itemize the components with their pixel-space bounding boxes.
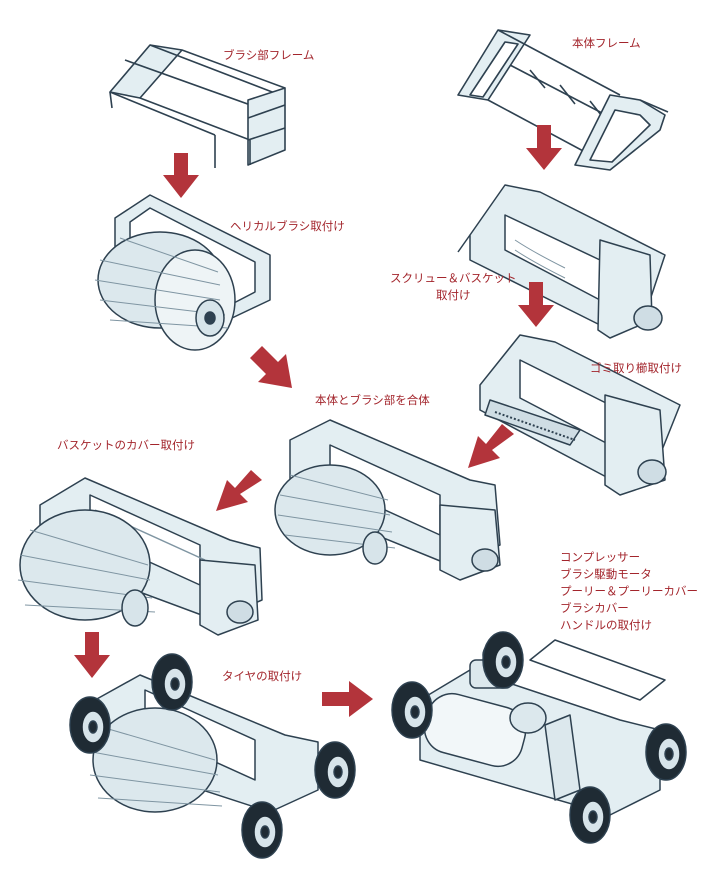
arrow-down-3 xyxy=(518,282,554,327)
body-frame-illustration xyxy=(457,29,669,171)
label-brush-frame: ブラシ部フレーム xyxy=(223,48,315,62)
combined-illustration xyxy=(274,419,501,581)
arrow-down-4 xyxy=(74,632,110,678)
arrow-diagonal-down-left-1 xyxy=(468,424,514,468)
comb-illustration xyxy=(479,334,681,496)
label-final-steps: コンプレッサー ブラシ駆動モータ プーリー＆プーリーカバー ブラシカバー ハンド… xyxy=(560,549,698,634)
label-tires: タイヤの取付け xyxy=(222,669,303,683)
screw-basket-illustration xyxy=(457,184,666,339)
label-basket-cover: バスケットのカバー取付け xyxy=(57,438,195,452)
label-body-frame: 本体フレーム xyxy=(572,36,641,50)
label-final-line1: コンプレッサー xyxy=(560,550,641,564)
label-screw-basket-line1: スクリュー＆バスケット xyxy=(390,271,517,285)
final-assembly-illustration xyxy=(391,631,687,844)
label-helical-brush: ヘリカルブラシ取付け xyxy=(230,219,345,233)
arrow-diagonal-down-left-2 xyxy=(216,470,262,511)
arrow-right xyxy=(322,681,373,717)
label-screw-basket-line2: 取付け xyxy=(436,288,471,302)
label-final-line4: ブラシカバー xyxy=(560,601,629,615)
helical-brush-illustration xyxy=(94,194,271,351)
label-final-line3: プーリー＆プーリーカバー xyxy=(560,584,698,598)
brush-frame-illustration xyxy=(109,44,286,168)
arrow-diagonal-down-right xyxy=(250,346,292,388)
tires-illustration xyxy=(69,653,356,859)
basket-cover-illustration xyxy=(17,477,263,636)
label-combine: 本体とブラシ部を合体 xyxy=(315,393,430,407)
arrow-down-2 xyxy=(526,125,562,170)
label-final-line2: ブラシ駆動モータ xyxy=(560,567,652,581)
label-comb: ゴミ取り櫛取付け xyxy=(590,361,682,375)
label-screw-basket: スクリュー＆バスケット 取付け xyxy=(390,270,517,304)
label-final-line5: ハンドルの取付け xyxy=(560,618,652,632)
arrow-down-1 xyxy=(163,153,199,198)
